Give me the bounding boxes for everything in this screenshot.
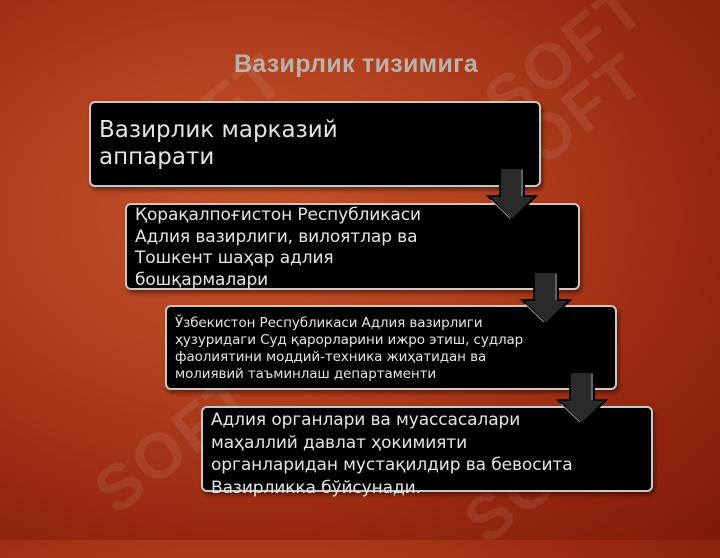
page-title: Вазирлик тизимига <box>233 50 479 78</box>
step-text: Ўзбекистон Республикаси Адлия вазирлиги … <box>175 315 524 382</box>
down-arrow-icon <box>485 167 539 222</box>
step-text: Вазирлик марказий аппарати <box>99 117 338 170</box>
down-arrow-icon <box>519 271 573 326</box>
step-box-independence-note: Адлия органлари ва муассасалари маҳаллий… <box>201 406 653 498</box>
step-box-regional-departments: Қорақалпоғистон Республикаси Адлия вазир… <box>125 203 580 290</box>
step-text: Қорақалпоғистон Республикаси Адлия вазир… <box>135 205 421 290</box>
step-box-central-apparatus: Вазирлик марказий аппарати <box>89 101 541 187</box>
step-text: Адлия органлари ва муассасалари маҳаллий… <box>211 410 573 498</box>
down-arrow-icon <box>555 371 609 426</box>
